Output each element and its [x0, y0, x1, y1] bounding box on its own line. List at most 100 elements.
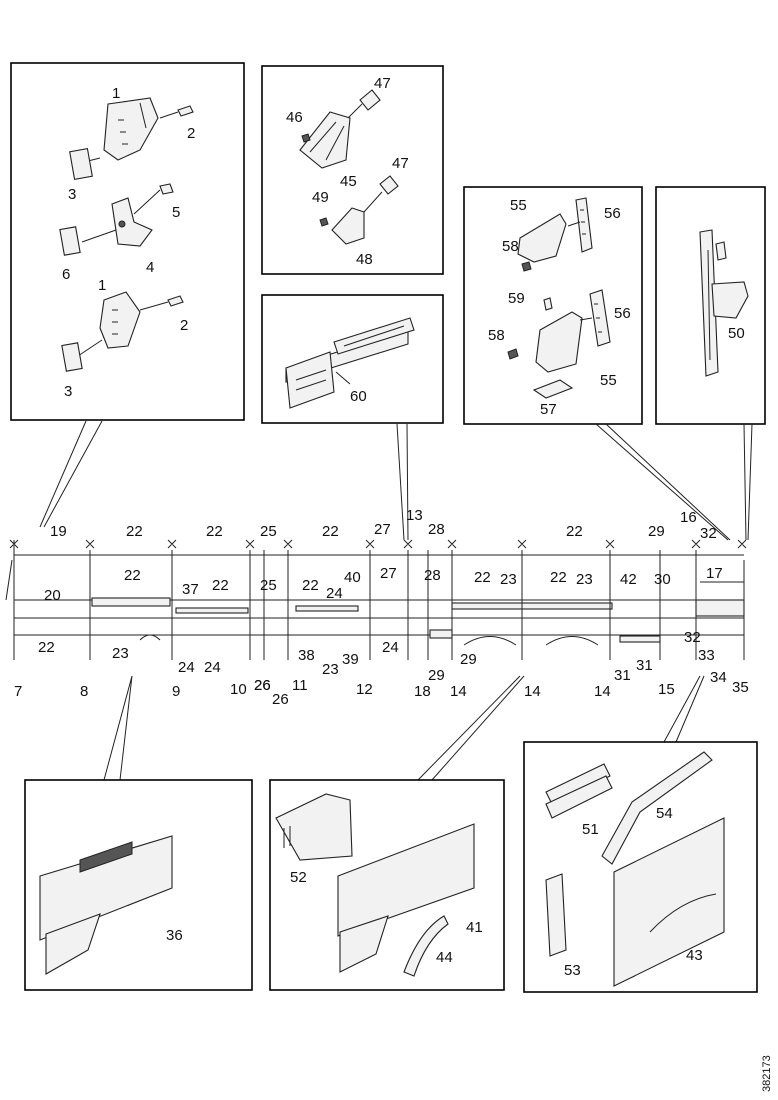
callout-16: 16: [680, 509, 697, 526]
callout-28b: 28: [424, 567, 441, 584]
callout-32a: 32: [700, 525, 717, 542]
detail-box-corner-brackets: [261, 65, 444, 275]
callout-3: 3: [68, 186, 76, 203]
callout-59: 59: [508, 290, 525, 307]
callout-3b: 3: [64, 383, 72, 400]
callout-54: 54: [656, 805, 673, 822]
callout-14b: 14: [524, 683, 541, 700]
callout-22g: 22: [302, 577, 319, 594]
callout-31a: 31: [614, 667, 631, 684]
callout-22d: 22: [566, 523, 583, 540]
callout-46: 46: [286, 109, 303, 126]
detail-box-rail: [261, 294, 444, 424]
callout-50: 50: [728, 325, 745, 342]
callout-14c: 14: [594, 683, 611, 700]
callout-52: 52: [290, 869, 307, 886]
callout-26a: 26: [254, 677, 271, 694]
callout-58b: 58: [488, 327, 505, 344]
callout-1: 1: [112, 85, 120, 102]
callout-32b: 32: [684, 629, 701, 646]
callout-18: 18: [414, 683, 431, 700]
callout-43: 43: [686, 947, 703, 964]
callout-31b: 31: [636, 657, 653, 674]
callout-28a: 28: [428, 521, 445, 538]
callout-51: 51: [582, 821, 599, 838]
callout-20: 20: [44, 587, 61, 604]
callout-14a: 14: [450, 683, 467, 700]
callout-29a: 29: [648, 523, 665, 540]
main-frame-assembly: [5, 539, 747, 660]
callout-47b: 47: [392, 155, 409, 172]
callout-29c: 29: [428, 667, 445, 684]
callout-33: 33: [698, 647, 715, 664]
callout-48: 48: [356, 251, 373, 268]
callout-44: 44: [436, 949, 453, 966]
callout-55: 55: [510, 197, 527, 214]
callout-40: 40: [344, 569, 361, 586]
callout-25a: 25: [260, 523, 277, 540]
callout-60: 60: [350, 388, 367, 405]
callout-22a: 22: [126, 523, 143, 540]
callout-19: 19: [50, 523, 67, 540]
callout-49: 49: [312, 189, 329, 206]
callout-56: 56: [604, 205, 621, 222]
callout-55b: 55: [600, 372, 617, 389]
callout-41: 41: [466, 919, 483, 936]
callout-22b: 22: [206, 523, 223, 540]
callout-22e: 22: [124, 567, 141, 584]
callout-22c: 22: [322, 523, 339, 540]
detail-box-strut: [655, 186, 766, 425]
callout-56b: 56: [614, 305, 631, 322]
callout-26c: 26: [254, 677, 271, 694]
callout-26b: 26: [272, 691, 289, 708]
callout-labels: 1 2 3 5 6 4 1 2 3 47 46 45 47 49 48 60 5…: [14, 75, 749, 979]
callout-39: 39: [342, 651, 359, 668]
callout-9: 9: [172, 683, 180, 700]
callout-45: 45: [340, 173, 357, 190]
callout-2b: 2: [180, 317, 188, 334]
callout-42: 42: [620, 571, 637, 588]
callout-34: 34: [710, 669, 727, 686]
callout-23d: 23: [322, 661, 339, 678]
callout-22h: 22: [474, 569, 491, 586]
callout-17: 17: [706, 565, 723, 582]
callout-2: 2: [187, 125, 195, 142]
callout-23c: 23: [112, 645, 129, 662]
callout-6: 6: [62, 266, 70, 283]
detail-box-center-panel: [269, 779, 505, 991]
callout-25b: 25: [260, 577, 277, 594]
callout-11: 11: [292, 677, 308, 694]
callout-12: 12: [356, 681, 373, 698]
callout-57: 57: [540, 401, 557, 418]
callout-47: 47: [374, 75, 391, 92]
leader-lines: [39, 420, 753, 781]
detail-box-side-panel: [24, 779, 253, 991]
callout-30: 30: [654, 571, 671, 588]
callout-38: 38: [298, 647, 315, 664]
callout-4: 4: [146, 259, 154, 276]
callout-24b: 24: [178, 659, 195, 676]
callout-8: 8: [80, 683, 88, 700]
callout-36: 36: [166, 927, 183, 944]
callout-53: 53: [564, 962, 581, 979]
callout-22f: 22: [212, 577, 229, 594]
detail-box-mount-brackets: [463, 186, 643, 425]
callout-23a: 23: [500, 571, 517, 588]
callout-27a: 27: [374, 521, 391, 538]
callout-22i: 22: [550, 569, 567, 586]
callout-1b: 1: [98, 277, 106, 294]
callout-24d: 24: [382, 639, 399, 656]
callout-27b: 27: [380, 565, 397, 582]
callout-22j: 22: [38, 639, 55, 656]
callout-29b: 29: [460, 651, 477, 668]
drawing-id: 382173: [761, 1055, 773, 1092]
callout-24a: 24: [326, 585, 343, 602]
callout-13: 13: [406, 507, 423, 524]
callout-58: 58: [502, 238, 519, 255]
callout-15: 15: [658, 681, 675, 698]
callout-10: 10: [230, 681, 247, 698]
callout-7: 7: [14, 683, 22, 700]
callout-37: 37: [182, 581, 199, 598]
callout-5: 5: [172, 204, 180, 221]
